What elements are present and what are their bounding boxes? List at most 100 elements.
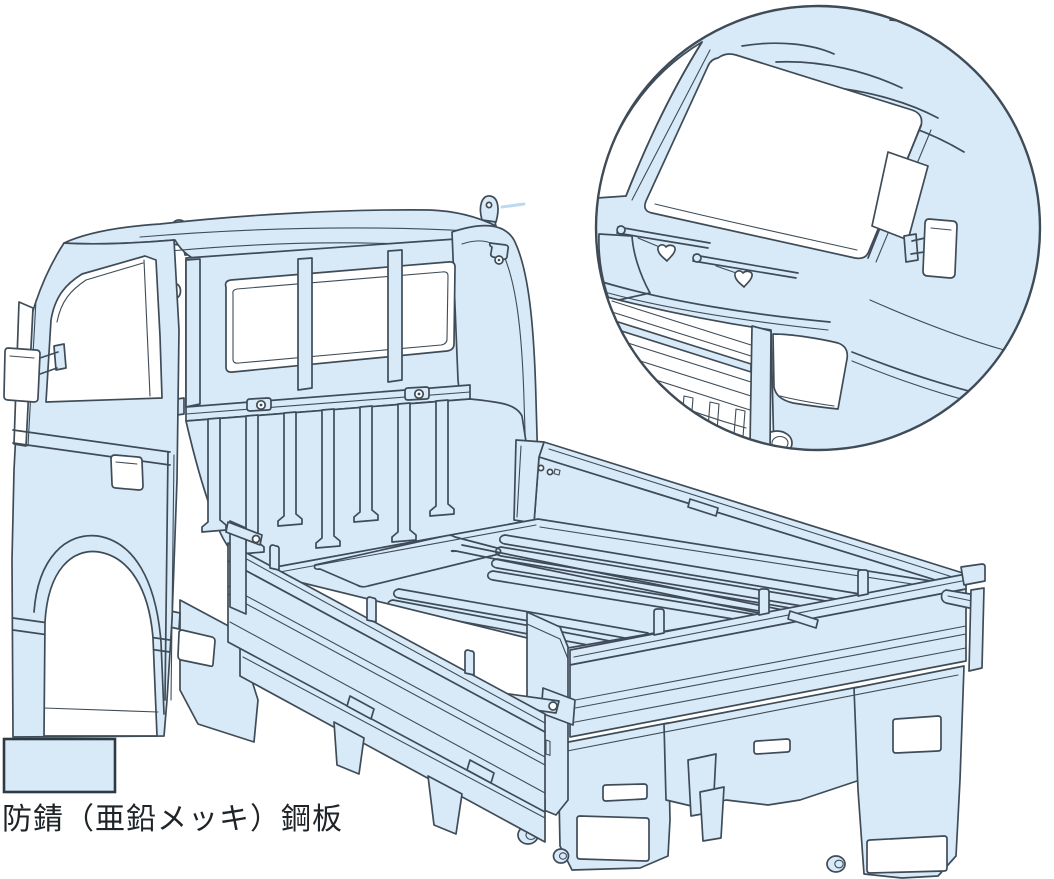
inset-border [594,4,1042,452]
latch-keeper-right [940,589,977,610]
headlight-inner [779,395,835,407]
beltline-crease-1 [12,429,171,453]
door-handle [110,454,144,491]
grille-slat-1 [611,300,752,346]
door-rear-edge [164,451,169,701]
roof-streak-1 [741,42,835,55]
gate-bolt-a [537,464,545,472]
tailgate-swage-1 [569,625,967,702]
frame-hole-1 [602,783,648,802]
guard-bar-2 [387,249,403,383]
tailgate-tab-2 [758,588,770,616]
door-window-frame [56,262,144,323]
legend-label: 防錆（亜鉛メッキ）鋼板 [2,803,343,836]
tailgate-tab-3 [857,569,869,597]
bushing-3 [826,855,846,873]
apron-top-line [561,674,959,753]
wiper-2b [692,260,797,279]
beltline-crease-2 [12,442,171,466]
right-gate-front-line [516,445,522,518]
guard-bar-1 [297,257,313,391]
roof-rib-1 [139,227,471,238]
left-gate-front-post [229,520,247,615]
wiper-1a [617,226,711,244]
rail-bolt-1-dot [259,403,263,407]
left-frame-line [242,656,546,819]
left-side-gate [225,520,546,813]
cab-left-silhouette [625,41,703,197]
rope-hook-right-eye [485,201,493,209]
post-slot [545,739,551,756]
mirror-arm-2 [39,367,58,375]
mirror-arm-1 [39,351,59,359]
floor-front-seam [257,524,537,577]
gate-hinge-2 [466,759,495,784]
left-gate-face [227,560,546,813]
gate-hinge-1 [346,695,375,720]
support-leg-3 [333,721,365,775]
floor-rib-5 [392,588,649,642]
tailgate-swage-2 [569,633,967,710]
corner-post-cap-line [526,623,569,660]
tailgate [569,569,967,738]
apron-cutout-upper [892,715,942,754]
latch-pivot-left [548,701,558,711]
left-gate-tab-1 [269,544,280,571]
mirror-front [922,218,958,279]
left-gate-swage-2 [227,593,546,766]
apron-cutout-left [576,815,650,862]
door-window [45,255,163,403]
guard-left-post [185,258,201,408]
tailgate-tab-1 [653,608,665,636]
latch-pivot-front [251,534,261,544]
step-cutout [177,629,216,668]
gate-bolt-plate [553,468,561,476]
hook-channel-4 [315,408,341,549]
left-gate-tab-2 [366,596,377,623]
hood-line-2 [600,290,829,331]
headlight [772,333,849,410]
windshield [644,53,923,260]
legend: 防錆（亜鉛メッキ）鋼板 [2,737,343,836]
rope-hook-right [479,195,499,223]
floor-rib-1 [498,534,873,605]
tailgate-bottom-line [569,647,967,724]
roof-streak-2 [775,60,903,89]
headboard [185,398,539,572]
tailgate-rail-line [573,580,963,658]
washer-nozzle-2 [734,270,753,288]
cab [3,239,180,738]
left-gate-bottom-line [229,621,546,794]
headboard-right-line [461,240,527,463]
hook-channel-7 [429,399,455,517]
corner-cap-right [960,563,986,586]
floor-rib-3 [490,558,803,618]
wiper-2a [693,254,799,274]
bushing-2-face [558,852,568,860]
right-side-gate [513,439,967,602]
latch-keeper-line [947,595,973,602]
rear-underframe [517,665,965,879]
wiper-pivot-1 [616,225,626,235]
gate-bolt-b [546,468,554,476]
right-gate-rail-line [548,448,963,581]
side-mirror [3,347,41,403]
hook-channel-6 [391,402,417,543]
bumper-bar-1 [654,389,668,429]
frame-hole-2 [753,738,791,755]
floor-rib-4 [486,570,765,624]
front-inset [594,4,1042,452]
main-truck-rear-view [3,195,986,879]
windshield-inner [654,203,858,251]
left-underframe [164,599,546,843]
support-leg-4 [427,775,463,835]
right-gate-front-post [513,439,545,524]
support-leg-2 [699,786,725,842]
hook-channel-3 [277,411,303,527]
left-gate-swage-1 [227,585,546,758]
floor-right-gutter [539,526,939,589]
washer-nozzle-1 [657,244,676,262]
guard-clip-right [488,242,510,261]
